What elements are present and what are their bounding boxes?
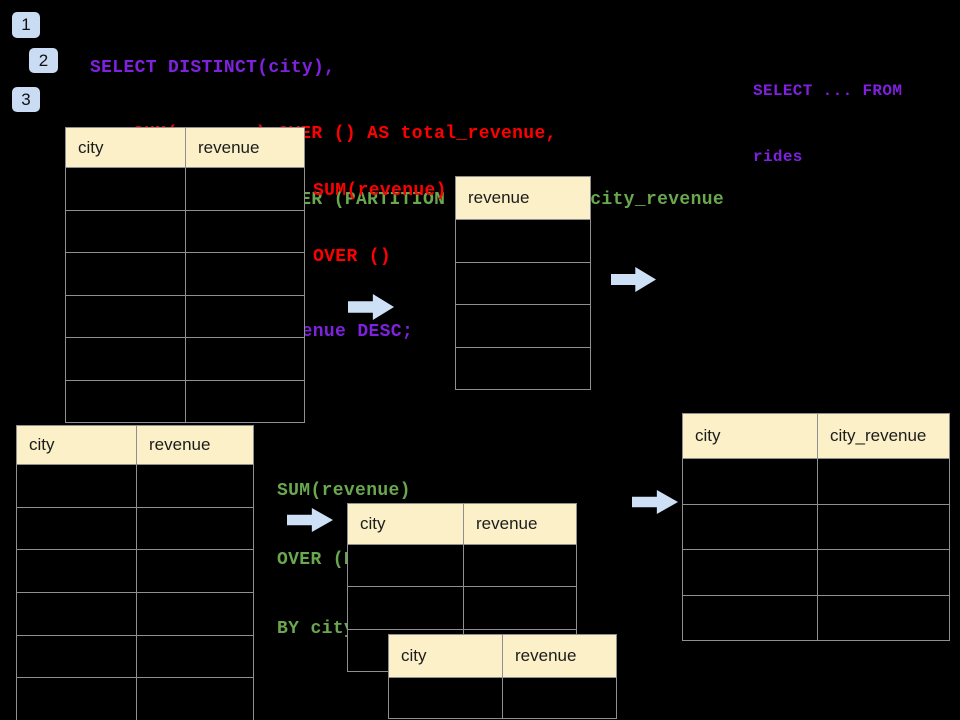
- table-row: [348, 586, 576, 629]
- step-badge-label: 1: [21, 15, 31, 34]
- column-header: city_revenue: [830, 426, 927, 445]
- table-row: [17, 592, 253, 635]
- table-row: [17, 634, 253, 678]
- total-revenue-label-line: OVER (): [313, 247, 392, 267]
- table-source-bottom: city revenue: [16, 425, 254, 720]
- sql-code-line: SELECT DISTINCT(city),: [90, 58, 336, 78]
- column-header: revenue: [468, 188, 530, 207]
- column-header: city: [389, 635, 503, 677]
- table-header-row: revenue: [456, 177, 590, 219]
- table-row: [456, 219, 590, 262]
- table-row: [66, 337, 304, 380]
- table-final-result: city city_revenue: [682, 413, 950, 641]
- total-revenue-label-line: SUM(revenue): [313, 181, 447, 201]
- step-badge-label: 3: [21, 89, 31, 109]
- total-revenue-label: SUM(revenue) OVER (): [313, 136, 447, 312]
- select-from-note-line: rides: [753, 148, 803, 166]
- table-row: [17, 506, 253, 550]
- table-row: [17, 464, 253, 507]
- table-row: [66, 252, 304, 295]
- column-header: revenue: [149, 435, 211, 454]
- table-row: [389, 677, 616, 718]
- select-from-note-line: SELECT ... FROM: [753, 82, 903, 100]
- table-header-row: city revenue: [389, 635, 616, 677]
- table-header-row: city revenue: [348, 504, 576, 544]
- table-row: [456, 346, 590, 389]
- column-header: revenue: [476, 514, 538, 533]
- partition-label-line: SUM(revenue): [277, 481, 411, 501]
- step-badge-2: 2: [29, 48, 58, 73]
- table-partition-b: city revenue: [388, 634, 617, 719]
- table-row: [456, 304, 590, 347]
- table-row: [683, 503, 949, 549]
- column-header: revenue: [515, 646, 577, 665]
- column-header: revenue: [198, 137, 260, 157]
- table-row: [683, 458, 949, 504]
- step-badge-label: 2: [38, 50, 49, 70]
- table-row: [66, 167, 304, 210]
- column-header: city: [17, 426, 137, 464]
- table-row: [456, 261, 590, 304]
- table-header-row: city city_revenue: [683, 414, 949, 458]
- table-row: [17, 549, 253, 593]
- table-row: [66, 294, 304, 337]
- table-source-top: city revenue: [65, 127, 305, 423]
- table-total-result: revenue: [455, 176, 591, 390]
- table-row: [683, 594, 949, 640]
- table-header-row: city revenue: [17, 426, 253, 464]
- table-row: [348, 544, 576, 587]
- table-row: [66, 209, 304, 252]
- select-from-note: SELECT ... FROM rides: [753, 36, 902, 212]
- arrow-right-icon: [632, 490, 678, 514]
- column-header: city: [348, 504, 464, 544]
- table-row: [683, 549, 949, 595]
- table-row: [66, 379, 304, 422]
- step-badge-1: 1: [12, 12, 40, 38]
- table-header-row: city revenue: [66, 128, 304, 167]
- step-badge-3: 3: [12, 87, 40, 112]
- column-header: city: [66, 128, 186, 167]
- table-row: [17, 677, 253, 720]
- column-header: city: [683, 414, 818, 458]
